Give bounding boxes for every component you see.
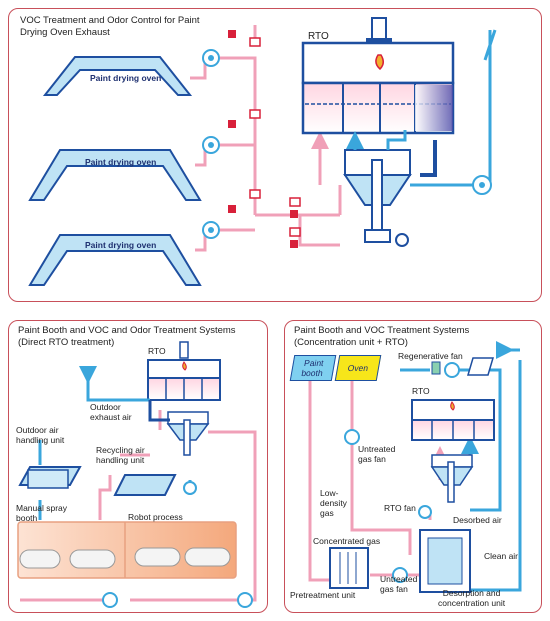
clean-air-label: Clean air xyxy=(484,551,519,561)
panel-right-title-line1: Paint Booth and VOC Treatment Systems xyxy=(294,325,470,336)
manual-spray-label: Manual spray booth xyxy=(16,503,67,523)
low-density-line1: Low- xyxy=(320,488,339,498)
recycling-line1: Recycling air xyxy=(96,445,145,455)
concentrator-top xyxy=(343,149,412,247)
desorbed-air-label: Desorbed air xyxy=(453,515,502,525)
oven-2 xyxy=(28,149,202,201)
rto-left xyxy=(147,341,221,401)
fan-icon xyxy=(202,49,220,67)
untreated-gas-fan-2-label: Untreated gas fan xyxy=(380,574,417,594)
untreated2-line2: gas fan xyxy=(380,584,408,594)
untreated-line1: Untreated xyxy=(358,444,396,454)
oven-3 xyxy=(28,234,202,286)
spray-booth-area xyxy=(17,521,237,579)
robot-process-label: Robot process xyxy=(128,512,183,522)
rto-fan-label: RTO fan xyxy=(384,503,416,513)
manual-line1: Manual spray xyxy=(16,503,68,513)
fan-icon xyxy=(344,429,360,445)
fan-icon xyxy=(444,362,460,378)
oven-1 xyxy=(42,56,193,96)
oven-box-label: Oven xyxy=(346,363,370,373)
fan-icon xyxy=(102,592,118,608)
valve-icon xyxy=(228,30,298,248)
rto-right-label: RTO xyxy=(412,386,430,396)
panel-right-title: Paint Booth and VOC Treatment Systems (C… xyxy=(294,325,469,349)
recycling-line2: handling unit xyxy=(96,455,145,465)
rto-top-label: RTO xyxy=(308,31,329,42)
desorption-line2: concentration unit xyxy=(438,598,506,608)
left-ducts xyxy=(20,366,257,602)
desorption-unit-box xyxy=(419,529,471,593)
paint-booth-line2: booth xyxy=(300,368,324,378)
oven-3-label: Paint drying oven xyxy=(85,240,157,250)
panel-left-title-line1: Paint Booth and VOC and Odor Treatment S… xyxy=(18,325,236,336)
panel-left-title-line2: (Direct RTO treatment) xyxy=(18,337,115,348)
fan-icon xyxy=(237,592,253,608)
rto-return-duct xyxy=(420,140,437,177)
outdoor-air-line2: handling unit xyxy=(16,435,65,445)
pretreatment-unit-box xyxy=(329,547,369,589)
pretreatment-unit-label: Pretreatment unit xyxy=(290,590,356,600)
regenerative-fan-label: Regenerative fan xyxy=(398,351,463,361)
fan-icon xyxy=(202,221,220,239)
panel-direct-rto xyxy=(8,320,268,613)
rto-left-return xyxy=(148,400,170,422)
fan-icon xyxy=(183,481,197,495)
desorption-line1: Desorption and xyxy=(442,588,501,598)
outdoor-exhaust-line1: Outdoor xyxy=(90,402,121,412)
oven-2-label: Paint drying oven xyxy=(85,157,157,167)
valve-box-icon xyxy=(249,37,301,237)
panel-top-title: VOC Treatment and Odor Control for Paint… xyxy=(20,15,200,39)
outdoor-exhaust-line2: exhaust air xyxy=(90,412,132,422)
outdoor-air-line1: Outdoor air xyxy=(16,425,59,435)
rto-top xyxy=(301,17,455,135)
low-density-line3: gas xyxy=(320,508,334,518)
rto-left-label: RTO xyxy=(148,346,166,356)
oven-1-label: Paint drying oven xyxy=(90,73,162,83)
air-handling-unit-recycling xyxy=(113,474,177,496)
panel-top-title-line2: Drying Oven Exhaust xyxy=(20,27,110,38)
paint-booth-line1: Paint xyxy=(303,358,325,368)
top-blue-ducts xyxy=(346,29,497,187)
oven-box: Oven xyxy=(334,355,382,381)
regenerative-heater xyxy=(431,357,495,376)
fan-icon xyxy=(202,136,220,154)
desorption-unit-label: Desorption and concentration unit xyxy=(438,588,505,608)
fan-icon xyxy=(418,505,432,519)
low-density-gas-label: Low- density gas xyxy=(320,488,347,518)
manual-line2: booth xyxy=(16,513,38,523)
paint-booth-box: Paint booth xyxy=(289,355,337,381)
untreated-line2: gas fan xyxy=(358,454,386,464)
panel-concentration-rto xyxy=(284,320,542,613)
recycling-air-label: Recycling air handling unit xyxy=(96,445,145,465)
fan-icon xyxy=(392,567,408,583)
panel-right-title-line2: (Concentration unit + RTO) xyxy=(294,337,408,348)
concentrator-right xyxy=(430,454,474,503)
air-handling-unit-outdoor xyxy=(18,466,82,489)
outdoor-air-label: Outdoor air handling unit xyxy=(16,425,64,445)
panel-left-title: Paint Booth and VOC and Odor Treatment S… xyxy=(18,325,236,349)
rto-right xyxy=(411,399,495,441)
low-density-line2: density xyxy=(320,498,347,508)
concentrated-gas-label: Concentrated gas xyxy=(313,536,381,546)
untreated2-line1: Untreated xyxy=(380,574,418,584)
panel-top-title-line1: VOC Treatment and Odor Control for Paint xyxy=(20,15,200,26)
concentrator-left xyxy=(166,411,210,456)
fan-icon xyxy=(472,175,492,195)
untreated-gas-fan-label: Untreated gas fan xyxy=(358,444,395,464)
outdoor-exhaust-label: Outdoor exhaust air xyxy=(90,402,132,422)
